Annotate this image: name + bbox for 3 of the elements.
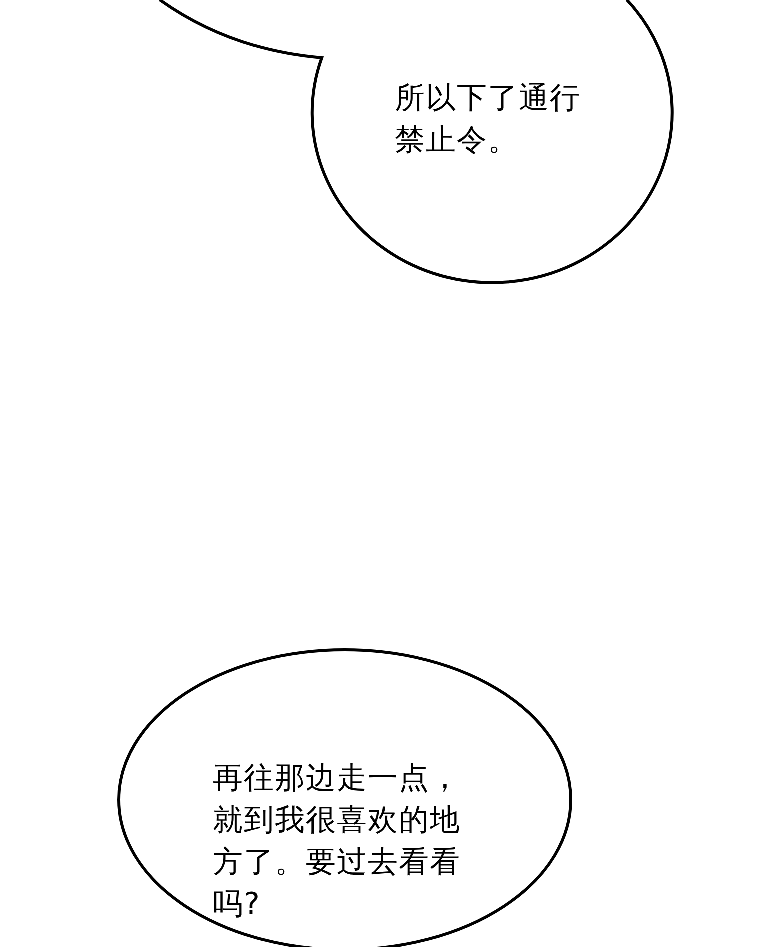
speech-text: 再往那边走一点，就到我很喜欢的地方了。要过去看看吗? xyxy=(213,760,462,924)
speech-bubble xyxy=(116,648,574,947)
speech-text: 所以下了通行禁止令。 xyxy=(395,80,582,160)
